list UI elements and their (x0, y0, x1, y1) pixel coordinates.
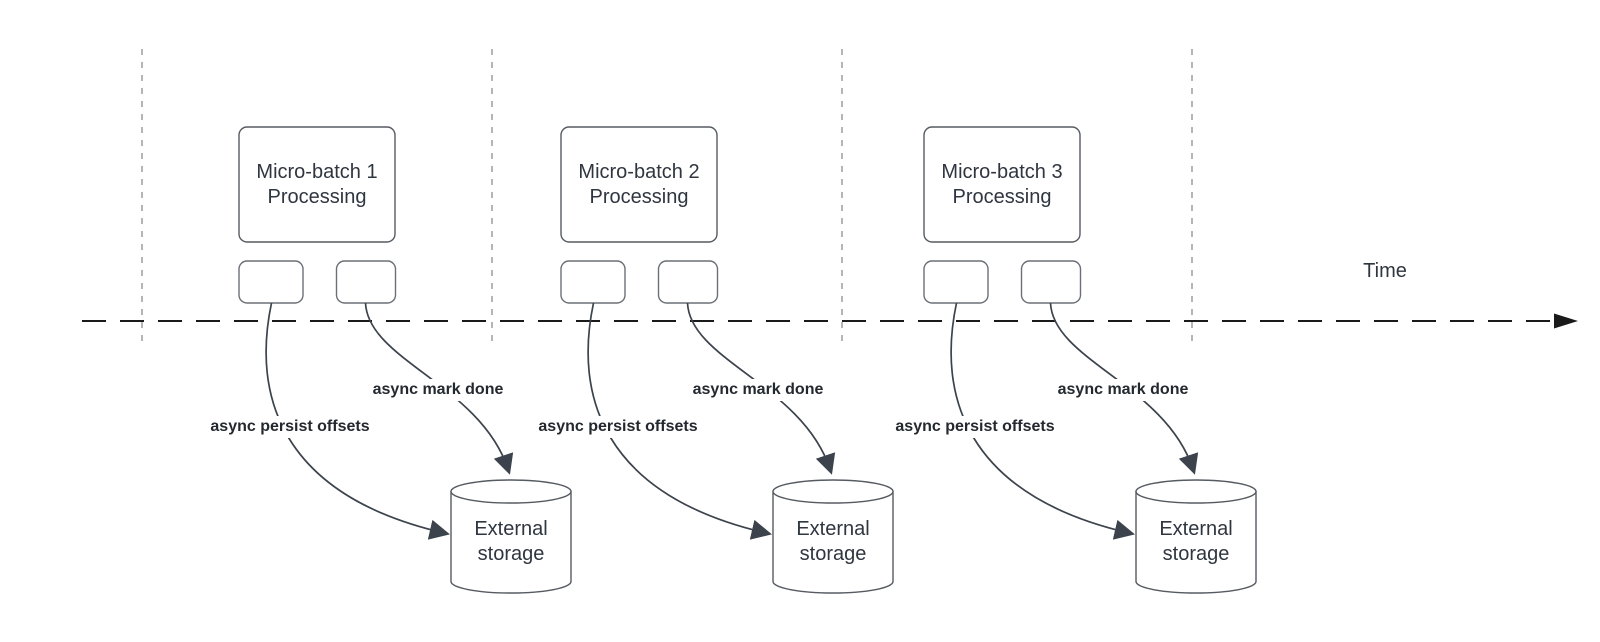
mark-done-label: async mark done (689, 379, 827, 401)
persist-offsets-label: async persist offsets (207, 416, 373, 438)
commit-task-box (335, 260, 397, 304)
storage-cylinder-body (1135, 490, 1257, 594)
persist-offsets-label: async persist offsets (535, 416, 701, 438)
mark-done-arrow (686, 302, 836, 475)
time-axis-label: Time (1363, 260, 1407, 282)
storage-cylinder-top (772, 479, 894, 504)
offset-task-box (560, 260, 626, 304)
process-box-label: Micro-batch 3 Processing (941, 160, 1063, 208)
batch-1-group (238, 126, 572, 594)
batch-2-group (560, 126, 894, 594)
process-box-label: Micro-batch 1 Processing (256, 160, 378, 208)
external-storage-label: External storage (474, 518, 548, 565)
process-box-label: Micro-batch 2 Processing (578, 160, 700, 208)
process-box (238, 126, 396, 243)
storage-cylinder-top (1135, 479, 1257, 504)
mark-done-label: async mark done (1054, 379, 1192, 401)
persist-offsets-label: async persist offsets (892, 416, 1058, 438)
time-axis-arrowhead-icon (1554, 313, 1578, 329)
commit-task-box (1020, 260, 1082, 304)
process-box (923, 126, 1081, 243)
mark-done-label: async mark done (369, 379, 507, 401)
commit-task-box (657, 260, 719, 304)
storage-cylinder-body (450, 490, 572, 594)
persist-offsets-arrow (265, 302, 450, 540)
external-storage-label: External storage (796, 518, 870, 565)
offset-task-box (238, 260, 304, 304)
persist-offsets-arrow (587, 302, 772, 540)
mark-done-arrow (364, 302, 514, 475)
process-box (560, 126, 718, 243)
external-storage-label: External storage (1159, 518, 1233, 565)
storage-cylinder-top (450, 479, 572, 504)
offset-task-box (923, 260, 989, 304)
persist-offsets-arrow (950, 302, 1135, 540)
batch-3-group (923, 126, 1257, 594)
storage-cylinder-body (772, 490, 894, 594)
mark-done-arrow (1049, 302, 1199, 475)
